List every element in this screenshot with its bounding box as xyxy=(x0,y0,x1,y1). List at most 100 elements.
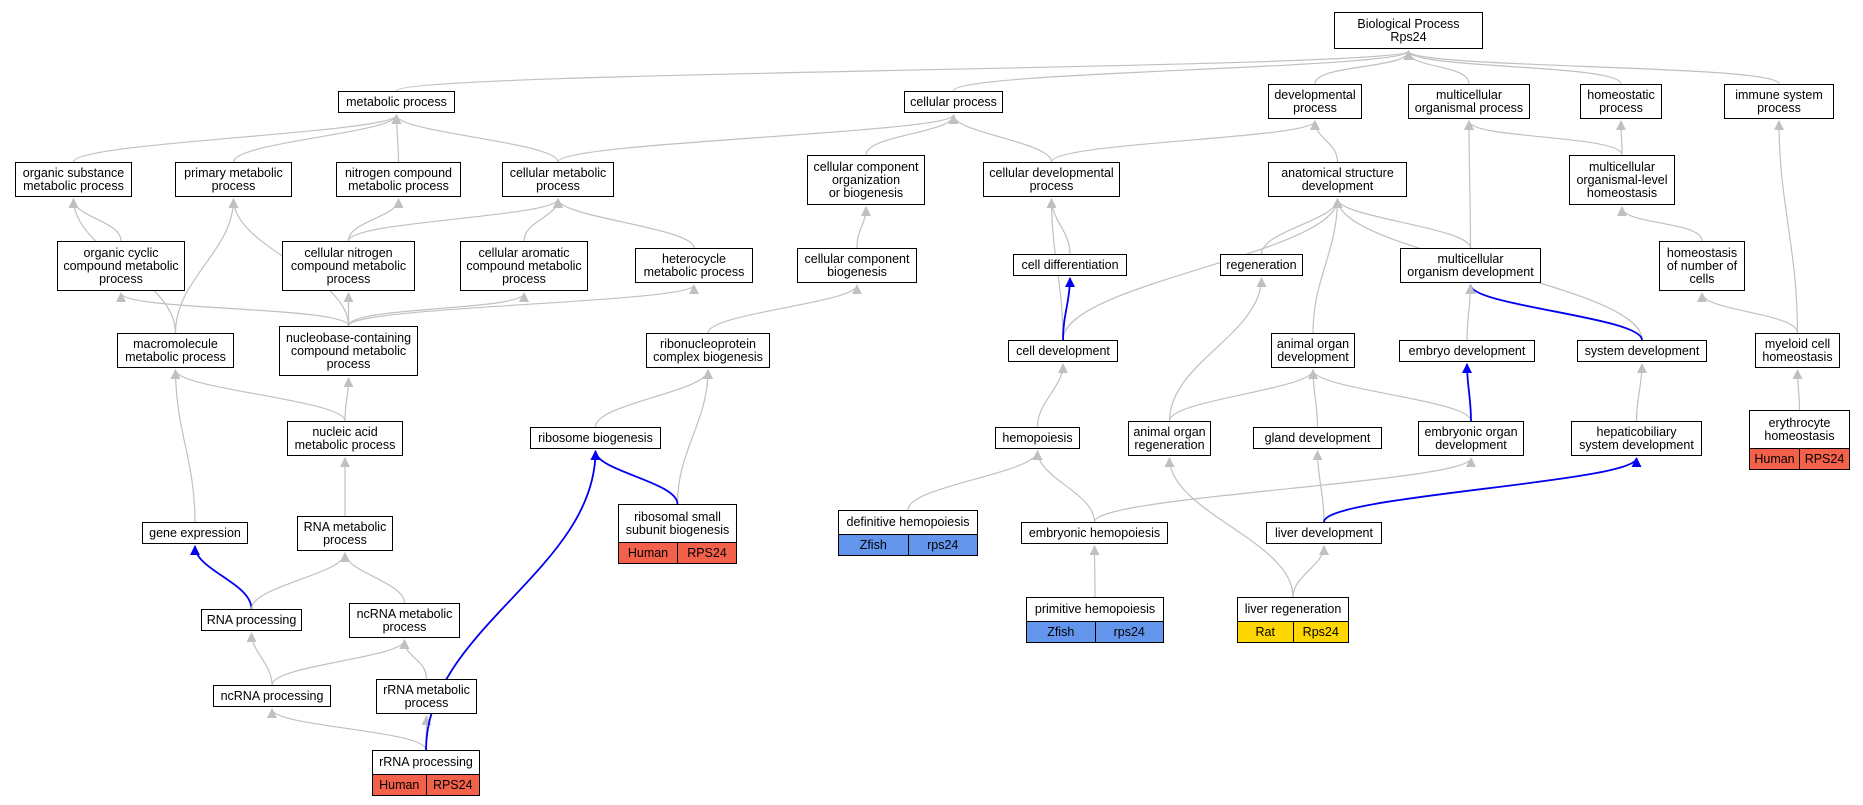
edge-animal_organ_regen-to-animal_organ_dev xyxy=(1168,369,1318,422)
edge-embryo_dev-to-mc_org_dev xyxy=(1465,284,1476,341)
node-animal-organ-regeneration[interactable]: animal organ regeneration xyxy=(1128,421,1211,456)
node-cellular-metabolic-process[interactable]: cellular metabolic process xyxy=(502,162,614,197)
node-rrna-metabolic-process[interactable]: rRNA metabolic process xyxy=(376,679,477,714)
node-animal-organ-development[interactable]: animal organ development xyxy=(1271,333,1355,368)
node-embryonic-hemopoiesis[interactable]: embryonic hemopoiesis xyxy=(1021,522,1168,544)
node-cell-development[interactable]: cell development xyxy=(1008,340,1118,362)
species-cell: Rat xyxy=(1238,622,1293,642)
edge-nucleic_acid-to-nucleobase xyxy=(343,377,354,422)
edge-nitrogen_compound-to-metabolic xyxy=(391,114,402,163)
edge-anat_struct-to-developmental xyxy=(1310,120,1339,163)
node-ribonucleoprotein-complex-biogenesis[interactable]: ribonucleoprotein complex biogenesis xyxy=(646,333,770,368)
node-embryonic-organ-development[interactable]: embryonic organ development xyxy=(1418,421,1524,456)
node-ncrna-metabolic-process[interactable]: ncRNA metabolic process xyxy=(349,603,460,638)
node-myeloid-cell-homeostasis[interactable]: myeloid cell homeostasis xyxy=(1755,333,1840,368)
edge-animal_organ_dev-to-anat_struct xyxy=(1312,198,1343,334)
node-anatomical-structure-development[interactable]: anatomical structure development xyxy=(1268,162,1407,197)
edge-cell_nitrogen-to-cell_metabolic xyxy=(347,198,563,242)
node-ncrna-processing[interactable]: ncRNA processing xyxy=(213,685,331,707)
edge-ncrna_processing-to-ncrna_metabolic xyxy=(271,639,410,686)
node-cellular-component-organization-or-biogenesis[interactable]: cellular component organization or bioge… xyxy=(807,155,925,205)
node-cellular-component-biogenesis[interactable]: cellular component biogenesis xyxy=(797,248,917,283)
edge-myeloid_homeo-to-immune xyxy=(1774,120,1799,334)
edge-org_substance-to-metabolic xyxy=(72,114,402,163)
node-multicellular-organismal-process[interactable]: multicellular organismal process xyxy=(1408,84,1530,119)
node-macromolecule-metabolic-process[interactable]: macromolecule metabolic process xyxy=(117,333,234,368)
edge-liver_regen-to-liver_dev xyxy=(1292,545,1329,598)
edge-mc_homeostasis-to-multicellular_org_proc xyxy=(1464,120,1623,156)
edge-hepaticobiliary-to-system_dev xyxy=(1635,363,1647,422)
gene-cell: Rps24 xyxy=(1292,622,1348,642)
node-regeneration[interactable]: regeneration xyxy=(1220,254,1303,276)
node-cellular-developmental-process[interactable]: cellular developmental process xyxy=(983,162,1120,197)
node-nucleic-acid-metabolic-process[interactable]: nucleic acid metabolic process xyxy=(287,421,403,456)
gene-cell: rps24 xyxy=(907,535,977,555)
edge-regeneration-to-anat_struct xyxy=(1260,198,1343,255)
node-liver-development[interactable]: liver development xyxy=(1266,522,1382,544)
edge-primary-to-metabolic xyxy=(232,114,402,163)
node-embryo-development[interactable]: embryo development xyxy=(1399,340,1535,362)
node-gene-expression[interactable]: gene expression xyxy=(142,522,248,544)
node-rna-metabolic-process[interactable]: RNA metabolic process xyxy=(297,516,393,551)
node-nitrogen-compound-metabolic-process[interactable]: nitrogen compound metabolic process xyxy=(336,162,461,197)
edge-myeloid_homeo-to-homeo_num_cells xyxy=(1697,292,1799,334)
edge-hemopoiesis-to-cell_development xyxy=(1036,363,1068,428)
edge-immune-to-root xyxy=(1403,50,1780,85)
node-developmental-process[interactable]: developmental process xyxy=(1268,84,1362,119)
node-gland-development[interactable]: gland development xyxy=(1253,427,1382,449)
edge-liver_regen-to-animal_organ_regen xyxy=(1164,457,1294,598)
edge-nucleic_acid-to-macromolecule xyxy=(170,369,346,422)
edge-erythrocyte_homeo-to-myeloid_homeo xyxy=(1792,369,1803,411)
node-rna-processing[interactable]: RNA processing xyxy=(201,609,302,631)
node-cellular-nitrogen-compound-metabolic-process[interactable]: cellular nitrogen compound metabolic pro… xyxy=(282,241,415,291)
edge-cell_aromatic-to-cell_metabolic xyxy=(523,198,563,242)
edge-liver_dev-to-gland_dev xyxy=(1312,450,1325,523)
node-multicellular-organism-development[interactable]: multicellular organism development xyxy=(1400,248,1541,283)
edge-ribosome_biogenesis-to-rnp_biogenesis xyxy=(594,369,713,428)
edge-gene_expression-to-macromolecule xyxy=(170,369,196,523)
edge-homeostatic-to-root xyxy=(1403,50,1622,85)
node-hepaticobiliary-system-development[interactable]: hepaticobiliary system development xyxy=(1571,421,1702,456)
edge-primitive_hemo-to-embryonic_hemo xyxy=(1089,545,1100,598)
edge-cc_biogenesis-to-ccob xyxy=(856,206,871,249)
edge-rna_processing-to-gene_expression xyxy=(190,545,253,610)
edge-system_dev-to-mc_org_dev xyxy=(1465,284,1643,341)
species-cell: Zfish xyxy=(1027,622,1095,642)
edge-mc_homeostasis-to-homeostatic xyxy=(1616,120,1627,156)
node-organic-cyclic-compound-metabolic-process[interactable]: organic cyclic compound metabolic proces… xyxy=(57,241,185,291)
node-biological-process[interactable]: Biological Process Rps24 xyxy=(1334,12,1483,49)
node-ribosome-biogenesis[interactable]: ribosome biogenesis xyxy=(530,427,661,449)
node-multicellular-organismal-level-homeostasis[interactable]: multicellular organismal-level homeostas… xyxy=(1569,155,1675,205)
edge-mc_org_dev-to-multicellular_org_proc xyxy=(1464,120,1475,249)
node-cellular-aromatic-compound-metabolic-process[interactable]: cellular aromatic compound metabolic pro… xyxy=(460,241,588,291)
node-heterocycle-metabolic-process[interactable]: heterocycle metabolic process xyxy=(635,248,753,283)
node-organic-substance-metabolic-process[interactable]: organic substance metabolic process xyxy=(15,162,132,197)
edge-gland_dev-to-animal_organ_dev xyxy=(1308,369,1319,428)
edge-org_cyclic-to-org_substance xyxy=(68,198,122,242)
node-nucleobase-containing-compound-metabolic-process[interactable]: nucleobase-containing compound metabolic… xyxy=(279,326,418,376)
edge-multicellular_org_proc-to-root xyxy=(1403,50,1470,85)
edge-metabolic-to-root xyxy=(395,50,1413,92)
edge-rsu_biogenesis-to-ribosome_biogenesis xyxy=(590,450,679,505)
node-immune-system-process[interactable]: immune system process xyxy=(1724,84,1834,119)
node-hemopoiesis[interactable]: hemopoiesis xyxy=(995,427,1080,449)
edge-rrna_metabolic-to-ncrna_metabolic xyxy=(399,639,428,680)
node-cellular-process[interactable]: cellular process xyxy=(904,91,1003,113)
node-homeostasis-of-number-of-cells[interactable]: homeostasis of number of cells xyxy=(1659,241,1745,291)
node-homeostatic-process[interactable]: homeostatic process xyxy=(1580,84,1662,119)
node-primary-metabolic-process[interactable]: primary metabolic process xyxy=(175,162,292,197)
node-system-development[interactable]: system development xyxy=(1577,340,1707,362)
node-metabolic-process[interactable]: metabolic process xyxy=(338,91,455,113)
edge-ncrna_metabolic-to-rna_metabolic xyxy=(340,552,406,604)
edge-embryonic_hemo-to-embryonic_organ_dev xyxy=(1093,457,1476,523)
edge-cell_development-to-cell_diff xyxy=(1062,277,1075,341)
node-cell-differentiation[interactable]: cell differentiation xyxy=(1013,254,1127,276)
edge-cell_nitrogen-to-nitrogen_compound xyxy=(347,198,404,242)
